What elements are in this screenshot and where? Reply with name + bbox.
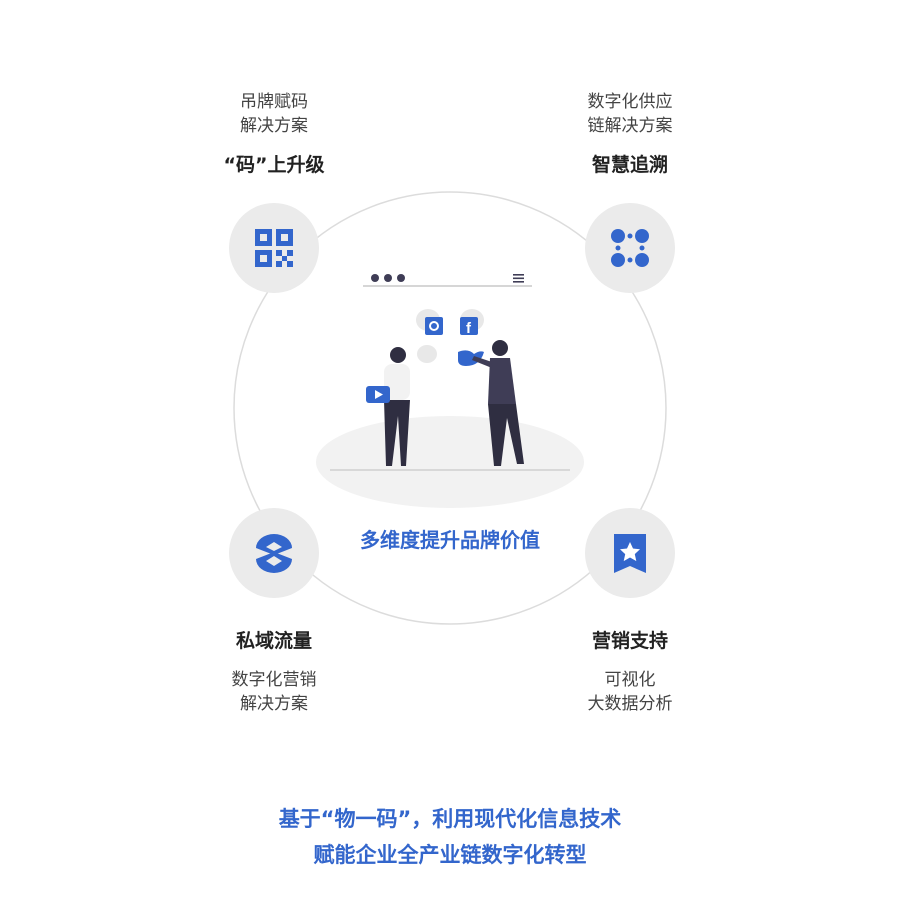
slogan-line-1: 基于“物一码”，利用现代化信息技术 bbox=[278, 807, 622, 831]
feature-desc-marketing: 可视化大数据分析 bbox=[587, 670, 673, 714]
star-bookmark-icon bbox=[614, 534, 646, 573]
feature-node-marketing bbox=[585, 508, 675, 598]
feature-desc-code-upgrade: 吊牌赋码解决方案 bbox=[240, 92, 308, 136]
feature-title-traceability: 智慧追溯 bbox=[591, 154, 668, 176]
feature-desc-private-traffic: 数字化营销解决方案 bbox=[231, 670, 317, 714]
feature-title-private-traffic: 私域流量 bbox=[235, 630, 312, 652]
slogan-line-2: 赋能企业全产业链数字化转型 bbox=[313, 843, 587, 867]
feature-title-marketing: 营销支持 bbox=[591, 630, 668, 652]
center-title: 多维度提升品牌价值 bbox=[360, 528, 540, 552]
social-media-illustration: f bbox=[316, 274, 584, 508]
feature-title-code-upgrade: “码”上升级 bbox=[223, 154, 325, 176]
qr-code-icon bbox=[255, 229, 293, 267]
feature-node-traceability bbox=[585, 203, 675, 293]
hourglass-traffic-icon bbox=[256, 534, 292, 573]
svg-text:f: f bbox=[466, 320, 472, 337]
feature-node-code-upgrade bbox=[229, 203, 319, 293]
feature-node-private-traffic bbox=[229, 508, 319, 598]
feature-desc-traceability: 数字化供应链解决方案 bbox=[587, 92, 673, 136]
connected-nodes-icon bbox=[611, 229, 649, 267]
